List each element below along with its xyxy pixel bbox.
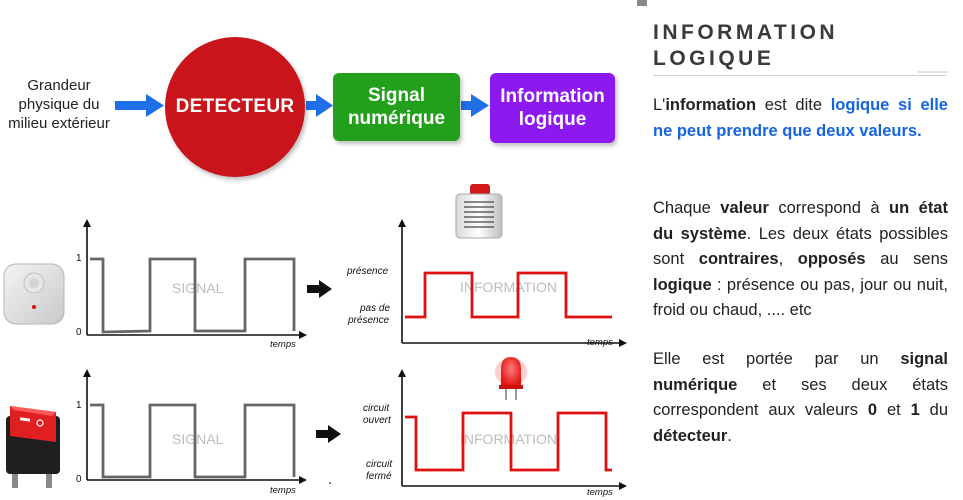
signal-box: Signal numérique	[333, 73, 460, 141]
panel-title: INFORMATION LOGIQUE	[653, 20, 953, 72]
y-one-label-2: 1	[76, 400, 82, 411]
circuit-low-label-1: circuit	[366, 459, 393, 470]
arrow-signal-to-info	[461, 94, 489, 117]
input-line-1: Grandeur	[27, 77, 91, 94]
paragraph-definition: L'information est dite logique si elle n…	[653, 96, 948, 140]
title-divider	[653, 75, 946, 76]
input-line-3: milieu extérieur	[8, 115, 110, 132]
signal-watermark-2: SIGNAL	[172, 431, 224, 447]
info-watermark-1: INFORMATION	[460, 279, 557, 295]
flow-arrows	[115, 94, 489, 117]
graph-signal-1: 1 0 temps SIGNAL	[76, 219, 307, 350]
time-label-4: temps	[587, 487, 613, 498]
presence-low-label-1: pas de	[359, 303, 390, 314]
arrow-signal-to-info-graph-top	[307, 280, 332, 298]
siren-icon	[455, 184, 503, 239]
circuit-high-label-2: ouvert	[363, 415, 392, 426]
paragraph-signal: Elle est portée par un signal numérique …	[653, 350, 949, 445]
info-box: Information logique	[490, 73, 615, 143]
corner-mark	[637, 0, 647, 6]
signal-waveform-1	[90, 257, 296, 334]
arrow-signal-to-info-graph-bottom	[316, 425, 341, 443]
panel-title-line-1: INFORMATION	[653, 21, 839, 44]
rocker-switch-icon	[6, 406, 60, 488]
paragraph-states: Chaque valeur correspond à un état du sy…	[653, 199, 949, 319]
info-box-line-2: logique	[518, 109, 587, 130]
detector-circle: DETECTEUR	[165, 37, 305, 177]
circuit-low-label-2: fermé	[366, 471, 392, 482]
presence-low-label-2: présence	[347, 315, 390, 326]
motion-sensor-icon	[3, 263, 65, 325]
info-waveform-2	[405, 411, 612, 472]
info-watermark-2: INFORMATION	[460, 431, 557, 447]
info-box-line-1: Information	[500, 86, 605, 107]
time-label-1: temps	[270, 339, 296, 350]
arrow-detector-to-signal	[306, 94, 333, 117]
graph-info-2: circuit ouvert circuit fermé temps INFOR…	[363, 369, 627, 498]
signal-box-line-2: numérique	[347, 108, 446, 129]
panel-title-line-2: LOGIQUE	[653, 47, 775, 70]
graphs-area: 1 0 temps SIGNAL présence pas de présenc…	[3, 184, 627, 498]
signal-waveform-2	[90, 403, 296, 479]
input-line-2: physique du	[18, 96, 100, 113]
input-quantity-label: Grandeur physique du milieu extérieur	[0, 76, 118, 133]
time-label-3: temps	[270, 485, 296, 496]
arrow-input-to-detector	[115, 94, 164, 117]
time-label-2: temps	[587, 337, 613, 348]
signal-watermark-1: SIGNAL	[172, 280, 224, 296]
detector-label: DETECTEUR	[175, 96, 295, 117]
info-waveform-1	[405, 271, 612, 319]
signal-box-line-1: Signal	[367, 85, 425, 106]
graph-info-1: présence pas de présence temps INFORMATI…	[346, 219, 627, 348]
presence-high-label: présence	[346, 266, 389, 277]
graph-signal-2: 1 0 temps SIGNAL	[76, 369, 307, 496]
circuit-high-label-1: circuit	[363, 403, 390, 414]
y-zero-label-2: 0	[76, 474, 82, 485]
led-icon	[495, 357, 527, 400]
y-one-label-1: 1	[76, 253, 82, 264]
title-divider-accent	[918, 71, 948, 73]
y-zero-label-1: 0	[76, 327, 82, 338]
